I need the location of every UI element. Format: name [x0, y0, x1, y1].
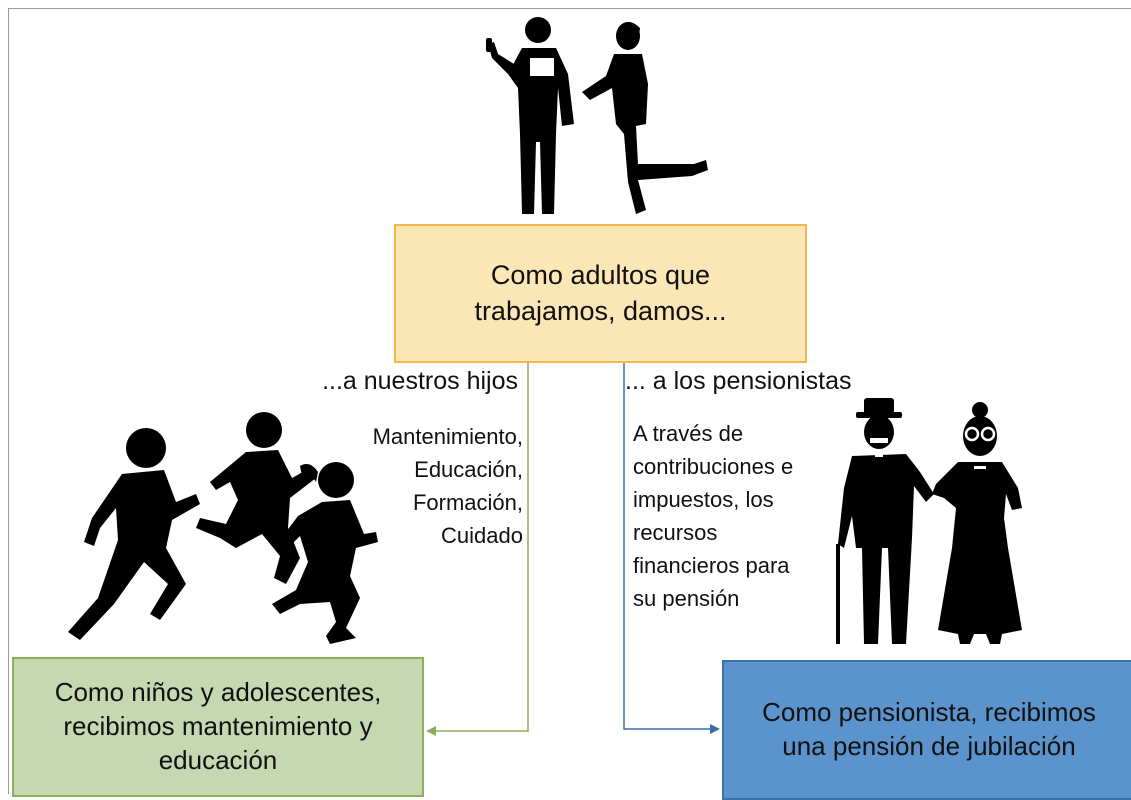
- pensioners-receive-line-1: Como pensionista, recibimos: [762, 697, 1096, 728]
- pensioners-receive-text: Como pensionista, recibimos una pensión …: [762, 696, 1096, 764]
- pensioners-text-line-4: recursos: [633, 520, 718, 545]
- children-receive-line-3: educación: [158, 744, 278, 775]
- business-people-silhouette-icon: [486, 17, 708, 214]
- support-item-training: Formación,: [412, 490, 523, 515]
- elderly-couple-silhouette-icon: [836, 398, 1022, 644]
- pensioners-text-line-5: financieros para: [633, 553, 790, 578]
- adults-working-box: Como adultos que trabajamos, damos...: [394, 224, 807, 363]
- children-receive-text: Como niños y adolescentes, recibimos man…: [55, 676, 382, 777]
- children-receive-line-1: Como niños y adolescentes,: [54, 677, 382, 708]
- connector-to-children: [432, 363, 529, 732]
- pensioners-receive-line-2: una pensión de jubilación: [782, 731, 1076, 761]
- pensioners-text-line-2: contribuciones e: [633, 454, 794, 479]
- pensioners-receive-box: Como pensionista, recibimos una pensión …: [722, 660, 1131, 800]
- adults-working-text: Como adultos que trabajamos, damos...: [474, 258, 726, 328]
- children-branch-heading: ...a nuestros hijos: [322, 367, 518, 395]
- pensioners-text-line-6: su pensión: [633, 586, 740, 611]
- pensioners-text-line-1: A través de: [633, 421, 744, 446]
- pensioners-text-line-3: impuestos, los: [633, 487, 774, 512]
- children-support-list: Mantenimiento, Educación, Formación, Cui…: [373, 420, 523, 552]
- arrowhead-right: [710, 724, 720, 734]
- children-receive-line-2: recibimos mantenimiento y: [63, 711, 373, 742]
- pensioners-support-text: A través de contribuciones e impuestos, …: [633, 417, 833, 615]
- connector-to-pensioners: [623, 363, 714, 730]
- children-receive-box: Como niños y adolescentes, recibimos man…: [12, 657, 424, 797]
- support-item-education: Educación,: [414, 457, 523, 482]
- adults-working-line-1: Como adultos que: [490, 260, 711, 291]
- arrowhead-left: [426, 726, 436, 736]
- support-item-care: Cuidado: [441, 523, 523, 548]
- support-item-maintenance: Mantenimiento,: [372, 424, 523, 449]
- diagram-frame: [8, 8, 1131, 794]
- running-children-silhouette-icon: [68, 412, 378, 644]
- pensioners-branch-heading: ... a los pensionistas: [625, 367, 852, 395]
- adults-working-line-2: trabajamos, damos...: [474, 295, 727, 326]
